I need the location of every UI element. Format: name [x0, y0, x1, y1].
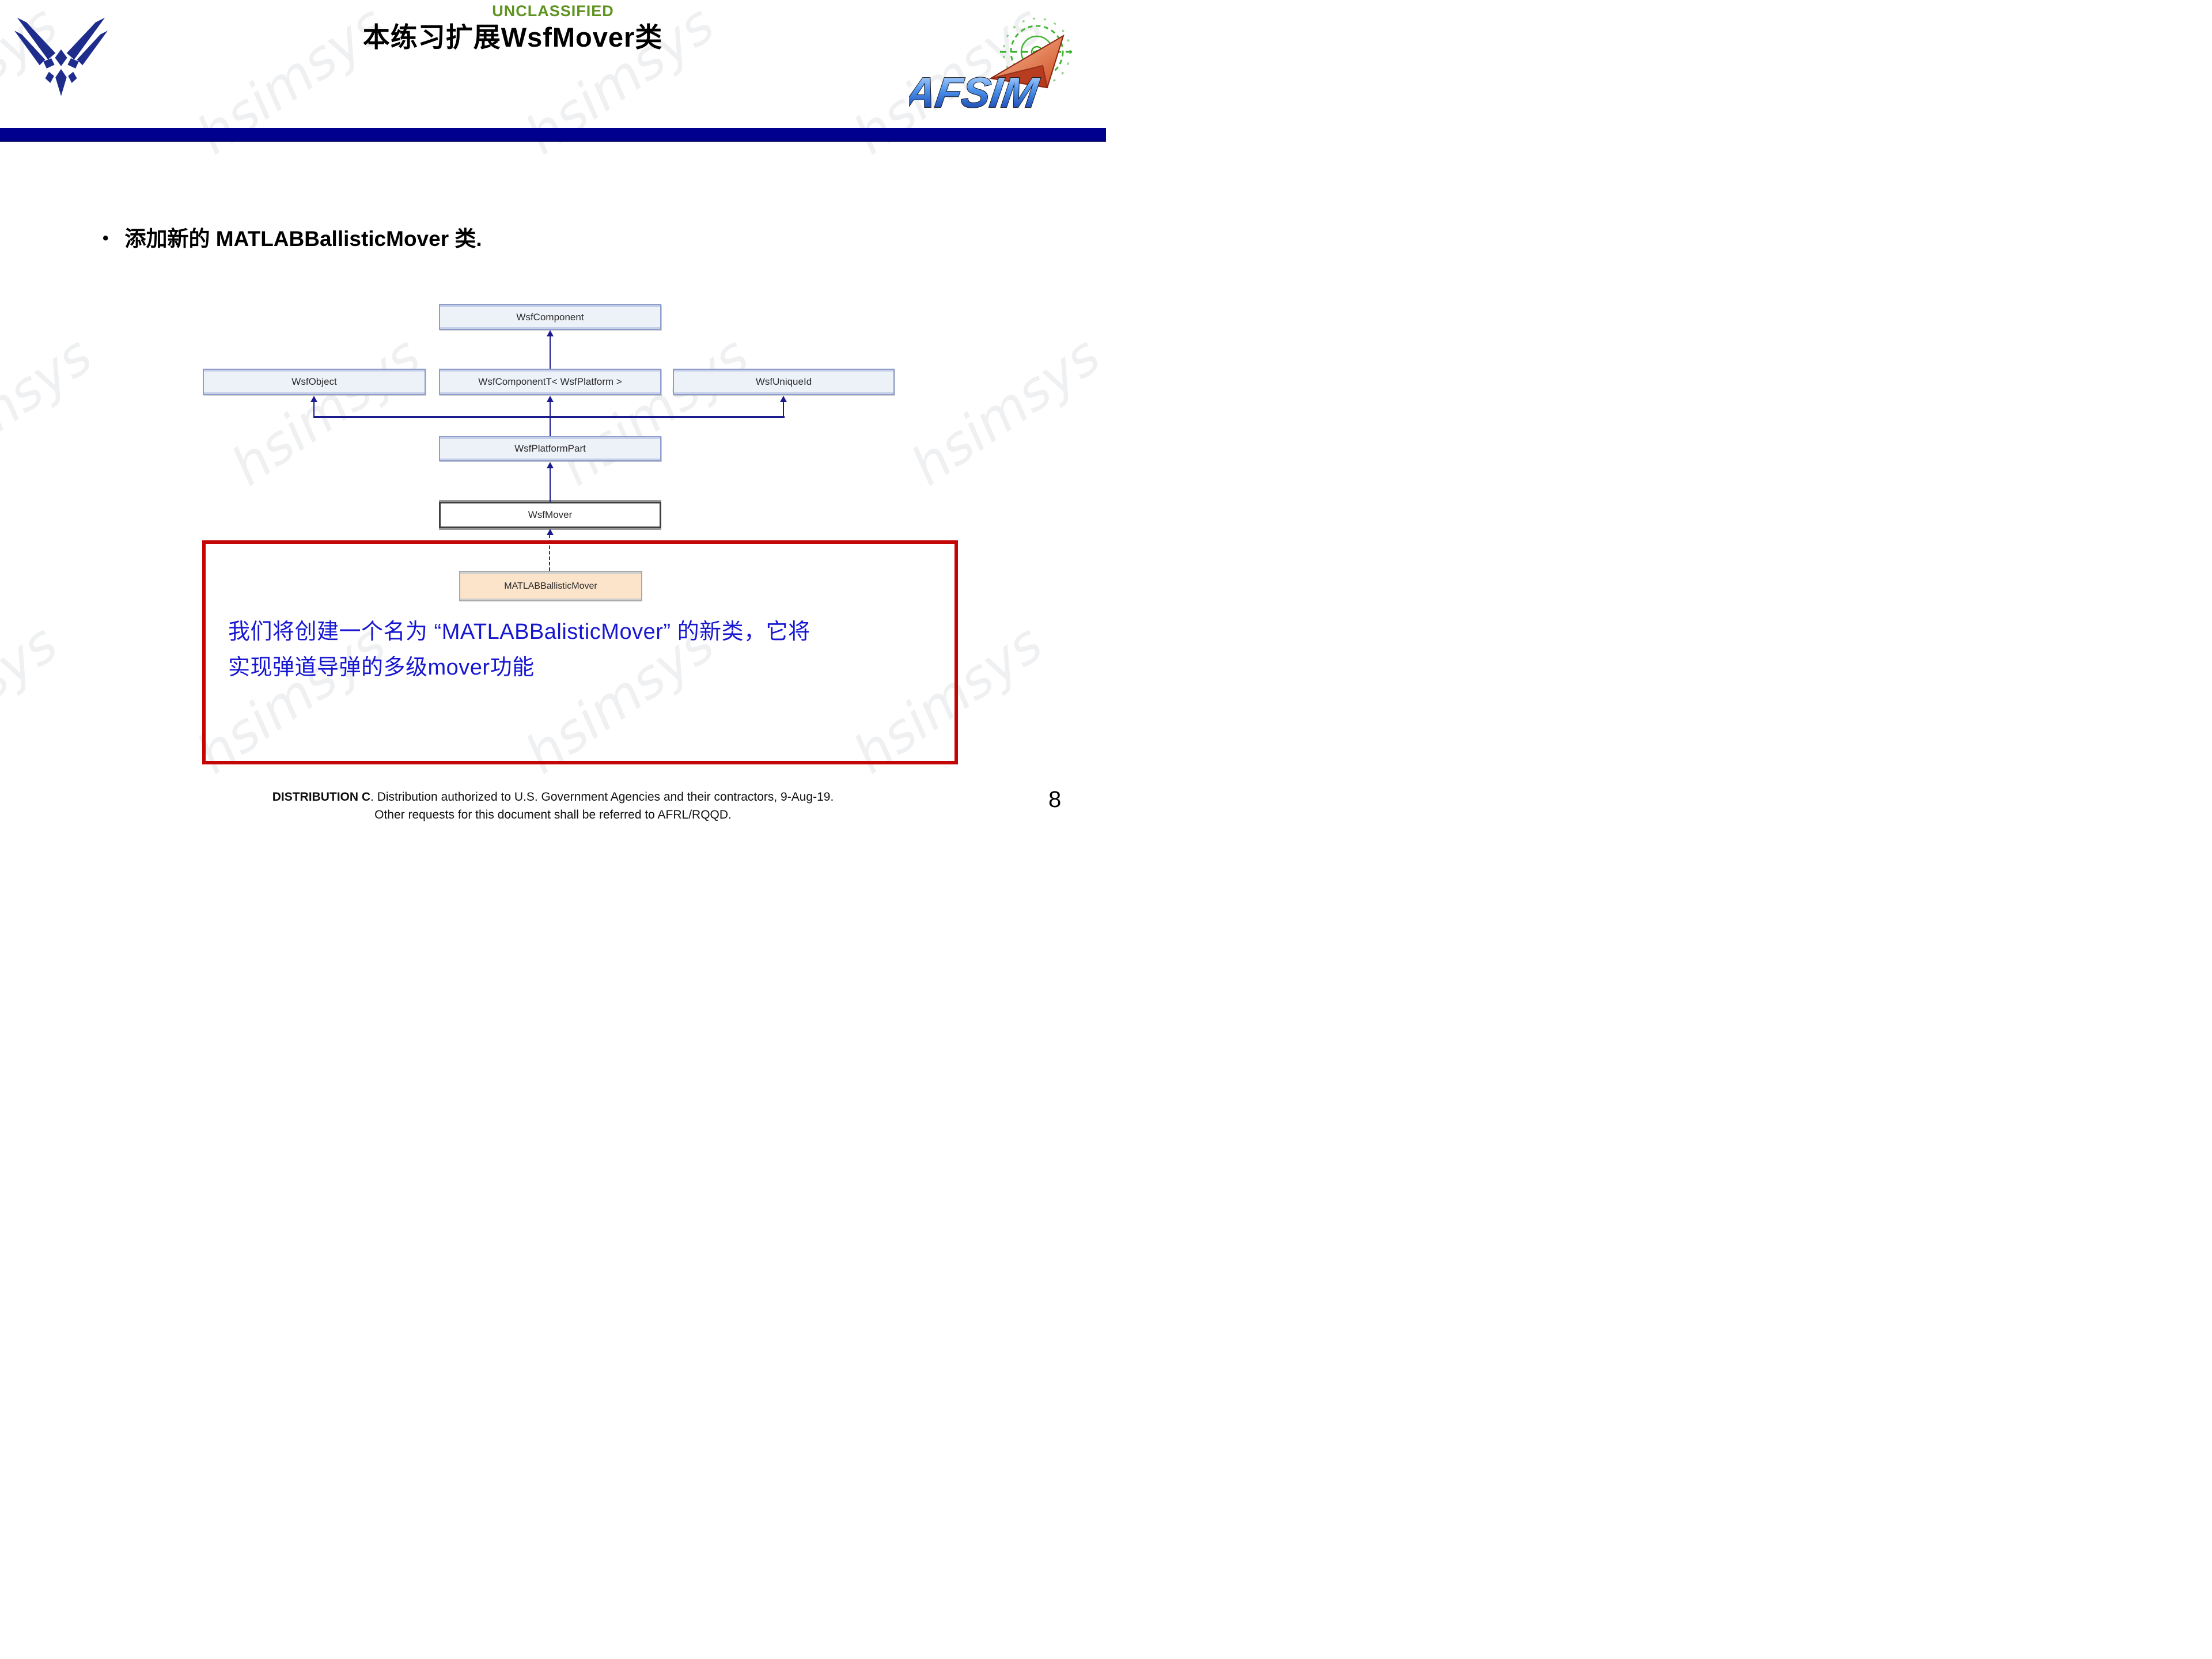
classification-banner: UNCLASSIFIED: [492, 2, 614, 20]
inheritance-line: [550, 336, 551, 369]
watermark-text: hsimsys: [0, 612, 69, 786]
bullet-marker: •: [103, 229, 109, 248]
inheritance-line: [550, 402, 551, 436]
page-number: 8: [1048, 787, 1062, 812]
afsim-logo: AFSIM: [909, 17, 1074, 117]
inheritance-arrow-icon: [310, 396, 317, 402]
watermark-text: hsimsys: [900, 324, 1106, 498]
diagram-node-matlabballisticmover: MATLABBallisticMover: [459, 571, 642, 601]
distribution-statement: DISTRIBUTION C. Distribution authorized …: [0, 788, 1106, 824]
inheritance-line: [550, 468, 551, 502]
inheritance-dashed-line: [549, 535, 550, 571]
diagram-node-wsfplatformpart: WsfPlatformPart: [439, 436, 661, 461]
annotation-note-line1: 我们将创建一个名为 “MATLABBalisticMover” 的新类，它将: [228, 620, 810, 644]
diagram-node-wsfmover: WsfMover: [439, 502, 661, 528]
distribution-line1-text: . Distribution authorized to U.S. Govern…: [370, 790, 834, 804]
inheritance-line: [783, 402, 784, 418]
annotation-note-line2: 实现弹道导弹的多级mover功能: [228, 656, 535, 680]
watermark-text: hsimsys: [548, 324, 760, 498]
diagram-node-wsfcomponent: WsfComponent: [439, 304, 661, 330]
inheritance-arrow-icon: [547, 529, 554, 535]
diagram-node-wsfobject: WsfObject: [203, 369, 426, 395]
watermark-text: hsimsys: [0, 324, 103, 498]
bullet-text-class-name: MATLABBallisticMover: [215, 227, 449, 251]
inheritance-arrow-icon: [547, 462, 554, 468]
header-divider-bar: [0, 128, 1106, 142]
inheritance-arrow-icon: [547, 396, 554, 402]
distribution-label: DISTRIBUTION C: [272, 790, 371, 804]
distribution-line1: DISTRIBUTION C. Distribution authorized …: [0, 788, 1106, 806]
bullet-text-post: 类.: [449, 227, 482, 251]
watermark-text: hsimsys: [220, 324, 431, 498]
annotation-red-rectangle: [202, 540, 958, 764]
usaf-wings-shape: [14, 17, 108, 96]
inheritance-arrow-icon: [547, 330, 554, 336]
diagram-node-wsfuniqueid: WsfUniqueId: [673, 369, 895, 395]
inheritance-connector-line: [313, 416, 785, 418]
distribution-line2: Other requests for this document shall b…: [374, 808, 732, 821]
afsim-logo-text: AFSIM: [909, 69, 1042, 116]
inheritance-arrow-icon: [780, 396, 787, 402]
bullet-text-pre: 添加新的: [124, 227, 216, 251]
afsim-paper-plane-icon: [989, 34, 1065, 89]
usaf-logo: [14, 17, 108, 96]
annotation-note: 我们将创建一个名为 “MATLABBalisticMover” 的新类，它将 实…: [228, 614, 810, 685]
slide: hsimsys hsimsys hsimsys hsimsys hsimsys …: [0, 0, 1106, 830]
inheritance-line: [313, 402, 315, 418]
diagram-node-wsfcomponentt: WsfComponentT< WsfPlatform >: [439, 369, 661, 395]
bullet-item: • 添加新的 MATLABBallisticMover 类.: [103, 221, 482, 252]
page-title: 本练习扩展WsfMover类: [362, 22, 663, 52]
